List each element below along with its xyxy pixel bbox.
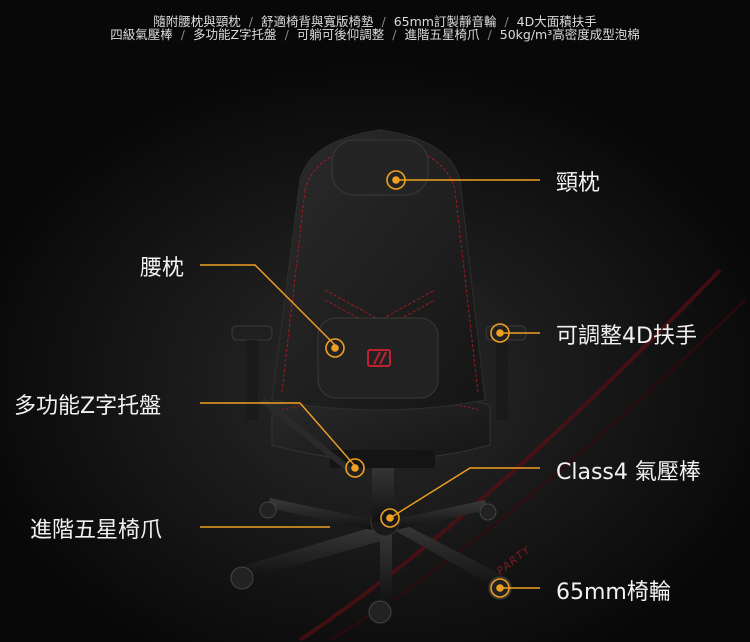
feature-row-2: 四級氣壓棒 / 多功能Z字托盤 / 可躺可後仰調整 / 進階五星椅爪 / 50kg/m³高密度成… [0,24,750,46]
feature-item: 多功能Z字托盤 [192,27,277,42]
neck-pillow-shape [331,139,429,196]
separator: / [392,27,397,42]
red-swoosh [298,268,722,642]
feature-row-1: 隨附腰枕與頸枕 / 舒適椅背與寬版椅墊 / 65mm訂製靜音輪 / 4D大面積扶手 [0,0,750,29]
lumbar-pillow-shape [317,317,439,399]
casters [230,501,512,624]
separator: / [180,27,185,42]
callout-lumbar-pillow: 腰枕 [140,256,185,281]
five-star-base [245,498,508,605]
callout-base: 進階五星椅爪 [30,518,163,543]
gas-lift-cylinder [372,460,394,522]
separator: / [381,14,386,29]
separator: / [284,27,289,42]
feature-item: 可躺可後仰調整 [296,27,385,42]
separator: / [248,14,253,29]
feature-item: 舒適椅背與寬版椅墊 [260,14,374,29]
callout-casters: 65mm椅輪 [556,580,671,605]
z-tray-shape [260,397,352,473]
callout-lines [200,179,540,589]
chair-illustration [0,60,750,642]
feature-item: 4D大面積扶手 [516,14,597,29]
callout-gas-lift: Class4 氣壓棒 [556,460,701,485]
callout-markers [325,170,510,598]
feature-item: 65mm訂製靜音輪 [393,14,497,29]
feature-item: 50kg/m³高密度成型泡棉 [499,27,640,42]
feature-item: 隨附腰枕與頸枕 [153,14,241,29]
armrests [231,325,527,420]
feature-list: 隨附腰枕與頸枕/舒適椅背與寬版椅墊/65mm訂製靜音輪/4D大面積扶手 四級氣壓… [0,0,750,46]
product-stage: PARTY 頸枕 腰枕 可調整4D扶手 多功能Z字托盤 Class4 氣壓棒 進… [0,60,750,642]
separator: / [504,14,509,29]
callout-armrest: 可調整4D扶手 [556,324,697,349]
separator: / [487,27,492,42]
callout-neck-pillow: 頸枕 [556,171,601,196]
callout-z-tray: 多功能Z字托盤 [14,394,162,419]
feature-item: 進階五星椅爪 [404,27,480,42]
feature-item: 四級氣壓棒 [110,27,173,42]
